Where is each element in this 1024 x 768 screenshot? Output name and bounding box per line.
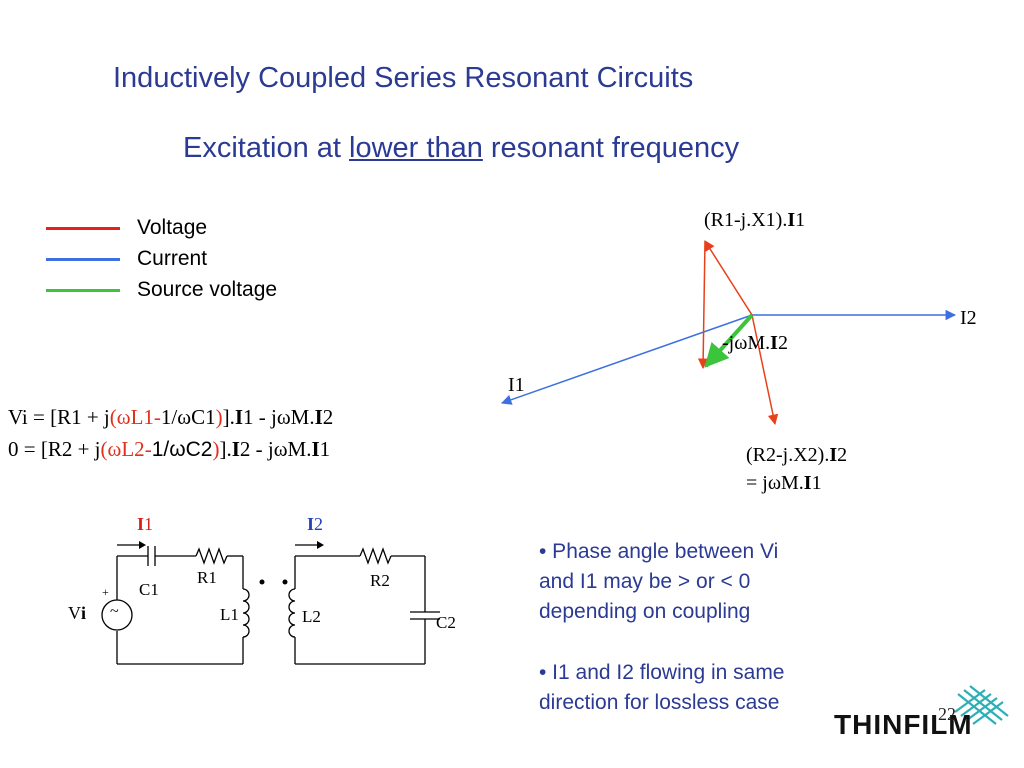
bullet-phase-angle-line3: depending on coupling [539,600,751,623]
eq2-wl: ωL2 [107,437,145,461]
bullet-lossless-line2: direction for lossless case [539,691,780,714]
label-jwm-num: 2 [777,332,788,354]
eq2-mid: 2 - jωM. [239,437,312,461]
eq1-i-bold-2: I [314,405,323,429]
label-vi-v: V [68,603,81,623]
eq2-i-bold-2: I [311,437,320,461]
circuit-diagram [101,546,440,665]
eq2-paren-open: ( [100,437,108,461]
eq2-bracket: ]. [219,437,232,461]
eq1-minus: - [153,405,161,429]
circuit-i1-label: I1 [137,514,153,535]
label-jwm-i1-i: I [803,472,812,494]
circuit-i2-num: 2 [314,514,324,534]
phasor-r2x2-voltage [751,314,779,426]
bullet-lossless-line1: • I1 and I2 flowing in same [539,661,785,684]
eq2-wc: 1/ωC2 [151,438,213,461]
label-r1x1-num: 1 [795,209,806,231]
legend-current-label: Current [137,247,208,270]
label-r1x1: (R1-j.X1).I1 [704,209,805,232]
eq1-i-bold: I [234,405,244,429]
label-r2: R2 [370,571,390,590]
slide-title: Inductively Coupled Series Resonant Circ… [113,62,694,94]
bullet-phase-angle-line2: and I1 may be > or < 0 [539,570,751,593]
legend-current-line [46,257,120,261]
label-c1: C1 [139,580,159,599]
label-r2x2-num: 2 [837,444,848,466]
label-r1x1-i: I [787,209,796,231]
subtitle-post: resonant frequency [482,132,740,164]
label-i2: I2 [960,307,977,329]
label-r1x1-text: (R1-j.X1). [704,209,788,231]
eq1-wl: ωL1 [116,405,154,429]
r1-resistor [195,547,228,565]
thinfilm-logo-mark [954,685,1009,725]
eq1-mid: 1 - jωM. [243,405,315,429]
eq2-paren-close: ) [212,437,220,461]
label-r2x2-i: I [829,444,838,466]
label-plus: + [102,585,109,599]
label-jwm-text: -jωM. [722,332,771,354]
legend-source-voltage: Source voltage [46,276,277,304]
dot-l2 [282,579,288,585]
equation-1: Vi = [R1 + j(ωL1-1/ωC1)].I1 - jωM.I2 [8,405,333,430]
legend-source-voltage-line [46,288,120,292]
label-r2x2: (R2-j.X2).I2 [746,444,847,467]
subtitle-underlined: lower than [349,132,483,164]
circuit-i2-bold: I [307,514,315,534]
label-jwm-i1-num: 1 [811,472,822,494]
label-r2x2-text: (R2-j.X2). [746,444,830,466]
l1-inductor [242,588,250,638]
label-l1: L1 [220,605,239,624]
label-jwm-i: I [770,332,778,354]
eq2-part: 0 = [R2 + j [8,437,101,461]
eq2-minus: - [144,437,152,461]
eq1-part: Vi = [R1 + j [8,405,110,429]
subtitle-pre: Excitation at [183,132,350,164]
label-l2: L2 [302,607,321,626]
legend-voltage-line [46,226,120,230]
legend-current: Current [46,245,207,273]
label-jwm-i1-text: = jωM. [746,472,804,494]
label-i1: I1 [508,374,525,396]
eq1-paren-close: ) [215,405,223,429]
eq1-bracket: ]. [222,405,235,429]
circuit-i2-label: I2 [307,514,323,535]
eq1-paren-open: ( [109,405,117,429]
l2-inductor [288,588,296,638]
bullet-phase-angle: • Phase angle between Vi and I1 may be >… [539,537,778,627]
label-vi-i: i [81,603,87,623]
bullet-phase-angle-line1: • Phase angle between Vi [539,540,779,563]
label-r1: R1 [197,568,217,587]
phasor-i1 [501,314,753,405]
label-jwm-i1: = jωM.I1 [746,472,822,495]
bullet-lossless: • I1 and I2 flowing in same direction fo… [539,658,785,718]
circuit-i1-num: 1 [144,514,154,534]
label-c2: C2 [436,613,456,632]
eq1-wc: 1/ωC1 [160,405,216,429]
eq1-end: 2 [322,405,334,429]
slide-subtitle: Excitation at lower than resonant freque… [183,132,739,165]
phasor-source-voltage [704,313,754,368]
legend-voltage: Voltage [46,214,207,242]
circuit-i1-bold: I [137,514,145,534]
r2-resistor [359,547,392,565]
label-jwm: -jωM.I2 [722,332,788,355]
thinfilm-logo: THINFILM [834,709,973,740]
phasor-jwm-voltage [697,240,709,370]
phasor-r1x1-voltage [704,240,753,316]
page-number: 22 [938,704,956,724]
dot-l1 [259,579,265,585]
label-vi: Vi [68,603,86,624]
label-tilde: ~ [110,603,119,620]
legend-source-voltage-label: Source voltage [137,278,278,301]
equation-2: 0 = [R2 + j(ωL2-1/ωC2)].I2 - jωM.I1 [8,437,330,462]
eq2-i-bold: I [231,437,240,461]
legend-voltage-label: Voltage [137,216,208,239]
eq2-end: 1 [319,437,331,461]
